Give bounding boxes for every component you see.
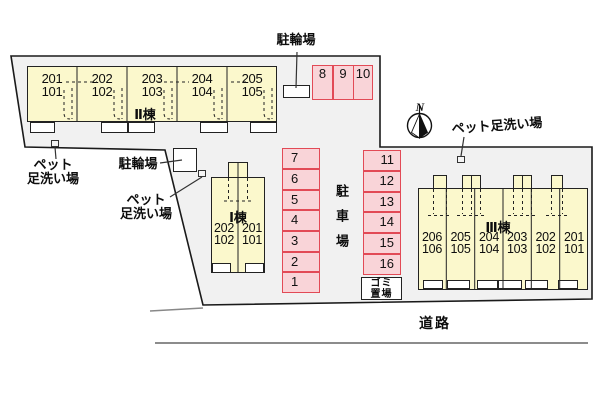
pet-wash-spot-left xyxy=(51,140,59,147)
parking-space-1: 1 xyxy=(282,272,320,293)
bicycle-parking-label-top: 駐輪場 xyxy=(276,32,316,47)
parking-space-11: 11 xyxy=(363,150,401,171)
building-3-porch xyxy=(525,280,548,289)
parking-space-8: 8 xyxy=(312,65,333,100)
building-3-stairwell xyxy=(462,175,481,189)
parking-space-16: 16 xyxy=(363,254,401,275)
parking-space-14: 14 xyxy=(363,212,401,233)
bicycle-parking-label-mid: 駐輪場 xyxy=(118,156,158,171)
building-1-stairwell xyxy=(228,162,248,178)
pet-wash-spot-right xyxy=(457,156,465,163)
parking-space-13: 13 xyxy=(363,192,401,212)
garbage-label: ゴミ 置場 xyxy=(370,278,393,300)
parking-space-4: 4 xyxy=(282,210,320,231)
bicycle-parking-box-top xyxy=(283,85,310,98)
pet-wash-label-mid: ペット足洗い場 xyxy=(119,192,172,221)
parking-space-10: 10 xyxy=(353,65,373,100)
building-1-porch xyxy=(212,263,231,273)
building-3-porch xyxy=(498,280,522,289)
parking-space-12: 12 xyxy=(363,171,401,192)
building-3-porch xyxy=(477,280,498,289)
garbage-box: ゴミ 置場 xyxy=(361,277,402,300)
building-2-porch xyxy=(101,122,128,133)
building-2-porch xyxy=(128,122,155,133)
parking-space-3: 3 xyxy=(282,231,320,252)
north-label: N xyxy=(415,100,425,114)
building-3-porch xyxy=(423,280,443,289)
building-3-stairwell xyxy=(551,175,563,189)
building-3-stairwell xyxy=(433,175,447,189)
building-2-name: Ⅱ棟 xyxy=(134,107,156,122)
building-2-porch xyxy=(200,122,228,133)
building-3-stairwell xyxy=(513,175,532,189)
parking-space-5: 5 xyxy=(282,190,320,210)
parking-space-6: 6 xyxy=(282,169,320,190)
road-edge-short xyxy=(149,307,204,312)
parking-space-2: 2 xyxy=(282,252,320,272)
road-label: 道路 xyxy=(419,315,451,331)
building-3-porch xyxy=(447,280,470,289)
pet-wash-label-left: ペット足洗い場 xyxy=(26,157,79,186)
parking-space-15: 15 xyxy=(363,233,401,254)
building-3-name: Ⅲ棟 xyxy=(485,220,511,235)
parking-lot-label: 駐車場 xyxy=(334,184,349,259)
building-2-porch xyxy=(30,122,55,133)
building-2-porch xyxy=(250,122,277,133)
parking-space-9: 9 xyxy=(332,65,354,100)
parking-space-7: 7 xyxy=(282,148,320,169)
pet-wash-label-right: ペット足洗い場 xyxy=(451,114,543,137)
bicycle-parking-box-mid xyxy=(173,148,197,172)
building-1-porch xyxy=(245,263,264,273)
building-3-porch xyxy=(558,280,578,289)
pet-wash-spot-mid xyxy=(198,170,206,177)
